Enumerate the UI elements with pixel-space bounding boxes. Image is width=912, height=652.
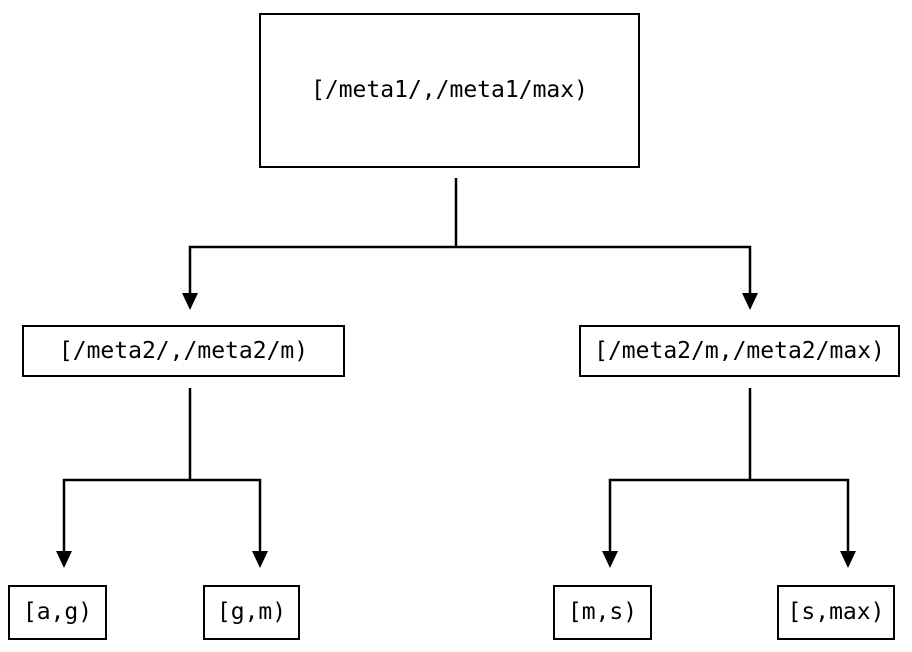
node-leaf-gm: [g,m) xyxy=(203,585,300,640)
connector-left-rail xyxy=(62,478,262,551)
node-leaf-ms: [m,s) xyxy=(553,585,652,640)
arrow-down-icon xyxy=(252,551,268,568)
arrow-down-icon xyxy=(742,293,758,310)
node-meta2-right-label: [/meta2/m,/meta2/max) xyxy=(594,337,885,364)
arrow-down-icon xyxy=(56,551,72,568)
node-root: [/meta1/,/meta1/max) xyxy=(259,13,640,168)
arrow-down-icon xyxy=(602,551,618,568)
node-meta2-right: [/meta2/m,/meta2/max) xyxy=(579,325,900,377)
node-leaf-ms-label: [m,s) xyxy=(567,599,638,625)
connector-right-rail xyxy=(608,478,850,551)
node-meta2-left-label: [/meta2/,/meta2/m) xyxy=(58,337,309,364)
node-leaf-smax: [s,max) xyxy=(777,585,895,640)
arrow-down-icon xyxy=(182,293,198,310)
node-meta2-left: [/meta2/,/meta2/m) xyxy=(22,325,345,377)
arrow-down-icon xyxy=(840,551,856,568)
node-leaf-smax-label: [s,max) xyxy=(787,599,885,625)
node-root-label: [/meta1/,/meta1/max) xyxy=(311,77,588,103)
node-leaf-ag-label: [a,g) xyxy=(22,599,93,625)
node-leaf-ag: [a,g) xyxy=(8,585,107,640)
connector-top-rail xyxy=(188,245,752,293)
node-leaf-gm-label: [g,m) xyxy=(216,599,287,625)
